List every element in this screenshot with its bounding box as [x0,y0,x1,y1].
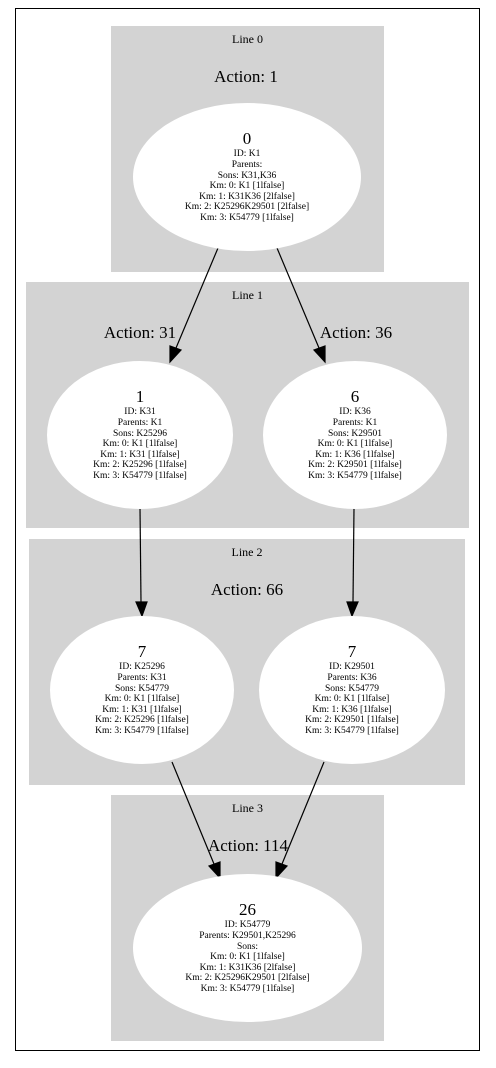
node-parents: Parents: K1 [332,418,378,429]
action-label: Action: 114 [207,836,289,855]
arrowhead [169,345,183,364]
node-km: Km: 1: K31 [1lfalse] [100,449,180,460]
edge-0-6 [276,247,320,349]
node-km: Km: 1: K31K36 [2lfalse] [199,962,296,973]
node-parents: Parents: K31 [117,673,167,684]
node-id: ID: K29501 [329,662,375,673]
node-km: Km: 0: K1 [1lfalse] [314,694,390,705]
node-km: Km: 0: K1 [1lfalse] [209,181,285,192]
node-number: 1 [135,387,145,407]
node-km: Km: 3: K54779 [1lfalse] [308,470,402,481]
arrowhead [346,601,359,618]
cluster-label: Line 3 [232,801,263,815]
node-km: Km: 0: K1 [1lfalse] [317,439,393,450]
graph-node-7-right: 7 ID: K29501 Parents: K36 Sons: K54779 K… [259,616,445,764]
node-number: 0 [242,129,252,149]
node-km: Km: 0: K1 [1lfalse] [210,952,285,963]
node-km: Km: 0: K1 [1lfalse] [102,439,178,450]
node-sons: Sons: K29501 [327,428,383,439]
node-sons: Sons: K31,K36 [217,170,277,181]
arrowhead [275,861,289,880]
edge-7-26-right [281,761,325,865]
action-label: Action: 36 [319,323,393,342]
node-parents: Parents: K1 [117,418,163,429]
node-number: 7 [347,642,357,662]
arrowhead [207,861,221,880]
action-label: Action: 66 [210,580,284,599]
arrowhead [312,345,326,364]
node-id: ID: K1 [233,149,261,160]
node-number: 7 [137,642,147,662]
action-label: Action: 1 [214,67,278,86]
node-km: Km: 1: K36 [1lfalse] [315,449,395,460]
node-km: Km: 1: K31K36 [2lfalse] [199,191,295,202]
node-km: Km: 3: K54779 [1lfalse] [95,725,189,736]
node-sons: Sons: K54779 [114,683,170,694]
node-km: Km: 3: K54779 [1lfalse] [200,983,295,994]
node-km: Km: 3: K54779 [1lfalse] [200,212,294,223]
edge-7-26-left [171,761,215,865]
node-km: Km: 0: K1 [1lfalse] [104,694,180,705]
graph-node-26: 26 ID: K54779 Parents: K29501,K25296 Son… [133,874,362,1022]
node-km: Km: 2: K25296 [1lfalse] [95,715,189,726]
node-km: Km: 1: K31 [1lfalse] [102,704,182,715]
graph-node-0: 0 ID: K1 Parents: Sons: K31,K36 Km: 0: K… [133,103,361,251]
node-sons: Sons: [236,941,259,952]
node-km: Km: 3: K54779 [1lfalse] [305,725,399,736]
node-parents: Parents: [231,160,263,171]
graph-frame [15,8,480,1051]
node-km: Km: 2: K29501 [1lfalse] [308,460,402,471]
node-km: Km: 1: K36 [1lfalse] [312,704,392,715]
edge-1-7 [139,507,142,603]
node-km: Km: 2: K25296K29501 [2lfalse] [185,973,310,984]
node-sons: Sons: K25296 [112,428,168,439]
cluster-label: Line 0 [232,32,263,46]
node-id: ID: K31 [124,407,156,418]
node-km: Km: 2: K29501 [1lfalse] [305,715,399,726]
node-parents: Parents: K36 [327,673,377,684]
node-number: 26 [239,900,256,920]
node-km: Km: 2: K25296 [1lfalse] [93,460,187,471]
node-id: ID: K25296 [119,662,165,673]
node-number: 6 [350,387,360,407]
graph-node-6: 6 ID: K36 Parents: K1 Sons: K29501 Km: 0… [263,361,447,509]
node-id: ID: K54779 [224,920,271,931]
node-km: Km: 3: K54779 [1lfalse] [93,470,187,481]
node-sons: Sons: K54779 [324,683,380,694]
arrowhead [135,601,148,618]
graph-node-1: 1 ID: K31 Parents: K1 Sons: K25296 Km: 0… [47,361,233,509]
action-label: Action: 31 [103,323,177,342]
node-parents: Parents: K29501,K25296 [199,931,296,942]
cluster-label: Line 2 [231,545,263,559]
graph-node-7-left: 7 ID: K25296 Parents: K31 Sons: K54779 K… [50,616,234,764]
node-km: Km: 2: K25296K29501 [2lfalse] [184,202,310,213]
edge-6-7 [352,507,355,603]
cluster-label: Line 1 [232,288,263,302]
edge-0-1 [175,247,219,349]
node-id: ID: K36 [339,407,371,418]
